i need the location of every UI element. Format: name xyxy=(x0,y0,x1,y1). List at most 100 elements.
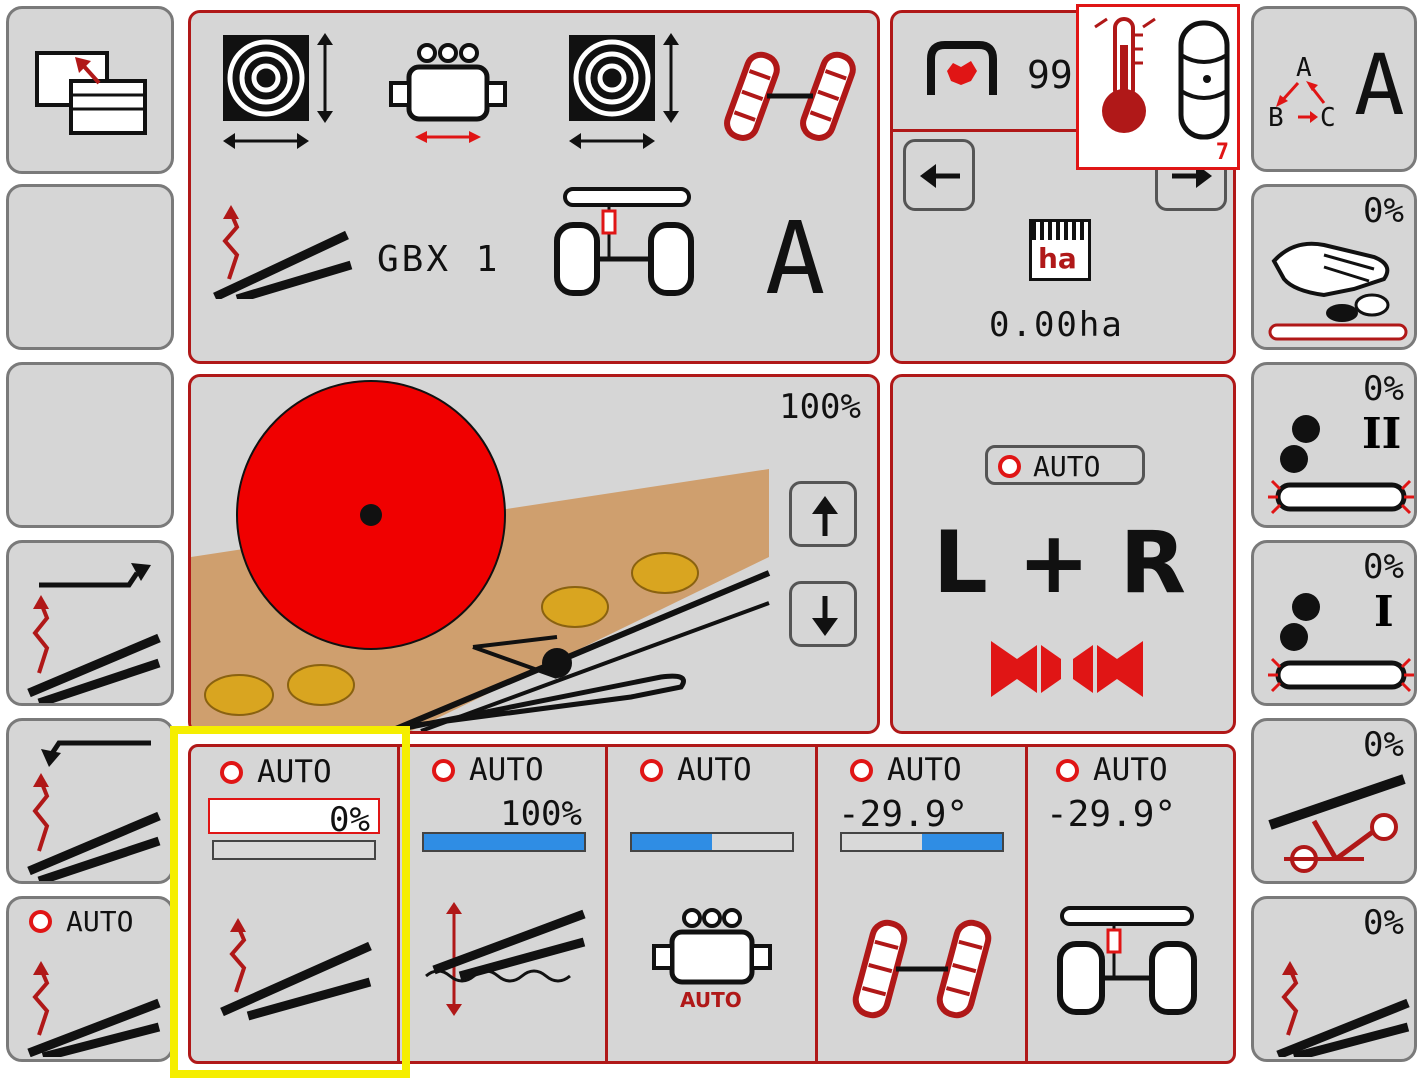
steering-auto-indicator: AUTO xyxy=(998,450,1100,483)
steering-mode-text: L + R xyxy=(933,513,1186,613)
softkey-belt-2[interactable]: 0% II xyxy=(1251,362,1417,528)
speed-up-button[interactable] xyxy=(789,481,857,547)
progress-bar xyxy=(422,832,586,852)
gearbox-label: GBX 1 xyxy=(377,239,501,280)
auto-indicator: AUTO xyxy=(220,754,332,790)
auto-label: AUTO xyxy=(66,905,134,938)
bottom-function-strip xyxy=(188,744,1236,1064)
cell-share-depth[interactable]: AUTO 100% xyxy=(410,744,604,1064)
status-led xyxy=(220,760,243,784)
cell-divider xyxy=(815,747,818,1061)
axle-wheels-icon xyxy=(852,919,992,1019)
softkey-digger-depth[interactable]: 0% xyxy=(1251,896,1417,1062)
intake-speed-pct: 100% xyxy=(779,387,861,427)
softkey-belt-1[interactable]: 0% I xyxy=(1251,540,1417,706)
softkey-haulm-roller[interactable]: 0% xyxy=(1251,718,1417,884)
steering-auto-button[interactable]: AUTO xyxy=(985,445,1145,485)
cell-axle-steering[interactable]: AUTO -29.9° xyxy=(826,744,1028,1064)
softkey-sorting-hand[interactable]: 0% xyxy=(1251,184,1417,350)
softkey-empty-2[interactable] xyxy=(6,362,174,528)
hectare-icon: ha xyxy=(1029,219,1091,281)
counter-icon xyxy=(927,41,997,95)
digger-icon xyxy=(213,205,353,299)
softkey-digger-forward[interactable] xyxy=(6,540,174,706)
page-left-button[interactable] xyxy=(903,139,975,211)
screen-switch-icon xyxy=(35,51,147,135)
gearbox-shift-icon xyxy=(389,43,507,143)
thermometer-oil-icon xyxy=(1094,17,1230,140)
cell-divider xyxy=(397,747,400,1061)
steering-both-sides-icon xyxy=(991,641,1143,697)
machine-view-panel: 100% xyxy=(188,374,880,734)
value-text: 0% xyxy=(329,800,370,840)
status-led xyxy=(640,758,663,782)
softkey-digger-auto[interactable]: AUTO xyxy=(6,896,174,1062)
auto-label: AUTO xyxy=(469,752,544,788)
auto-label: AUTO xyxy=(677,752,752,788)
alert-count-badge: 7 xyxy=(1215,140,1229,165)
value-text: 100% xyxy=(500,794,582,834)
arrow-right-icon xyxy=(1172,164,1212,188)
softkey-abc-mode[interactable]: A B C A xyxy=(1251,6,1417,172)
cell-axle-suspension[interactable]: AUTO -29.9° xyxy=(1032,744,1232,1064)
abc-label-b: B xyxy=(1268,103,1284,133)
status-led xyxy=(29,910,52,933)
digger-depth-right-icon xyxy=(1276,961,1410,1057)
harvester-diagram xyxy=(191,380,771,731)
status-led xyxy=(1056,758,1079,782)
axle-suspension-icon xyxy=(1057,906,1197,1015)
abc-cycle-icon xyxy=(1276,81,1326,123)
counter-value: 99 xyxy=(1027,53,1073,97)
softkey-change-mask[interactable] xyxy=(6,6,174,174)
auto-indicator: AUTO xyxy=(1056,752,1168,788)
belt-1-pct: 0% xyxy=(1363,547,1404,587)
auto-label: AUTO xyxy=(257,754,332,790)
digger-arrow-left-icon xyxy=(27,740,161,881)
sieve-adjust-icon xyxy=(223,33,333,149)
digger-arrow-right-icon xyxy=(27,563,161,703)
belt-2-pct: 0% xyxy=(1363,369,1404,409)
status-led xyxy=(850,758,873,782)
value-input-field[interactable]: 0% xyxy=(208,798,380,840)
auto-label: AUTO xyxy=(1093,752,1168,788)
cell-divider xyxy=(1025,747,1028,1061)
progress-fill xyxy=(922,834,1002,850)
auto-indicator: AUTO xyxy=(640,752,752,788)
abc-mode-letter: A xyxy=(1354,36,1405,134)
cell-gearbox-auto[interactable]: AUTO AUTO xyxy=(618,744,818,1064)
belt-2-roman: II xyxy=(1362,409,1402,458)
value-text: -29.9° xyxy=(1046,794,1177,835)
auto-indicator: AUTO xyxy=(850,752,962,788)
progress-bar xyxy=(212,840,376,860)
mode-letter: A xyxy=(765,200,826,317)
softkey-digger-back[interactable] xyxy=(6,718,174,884)
gearbox-auto-icon xyxy=(652,908,772,985)
belt-1-roman: I xyxy=(1374,587,1394,636)
cell-digger-depth[interactable]: AUTO 0% xyxy=(170,726,410,1078)
auto-label: AUTO xyxy=(887,752,962,788)
depth-pct: 0% xyxy=(1363,903,1404,943)
gearbox-auto-text: AUTO xyxy=(680,988,742,1012)
auto-label: AUTO xyxy=(1033,450,1101,483)
hectare-icon-text: ha xyxy=(1038,242,1077,275)
share-float-icon xyxy=(425,902,586,1016)
progress-fill xyxy=(424,834,584,850)
abc-label-c: C xyxy=(1320,103,1336,133)
belt-1-icon xyxy=(1268,593,1414,693)
digger-depth-icon xyxy=(27,961,161,1057)
hectare-pattern xyxy=(1032,222,1088,240)
softkey-empty-1[interactable] xyxy=(6,184,174,350)
speed-down-button[interactable] xyxy=(789,581,857,647)
haulm-pct: 0% xyxy=(1363,725,1404,765)
area-value: 0.00ha xyxy=(989,305,1124,345)
progress-fill xyxy=(632,834,712,850)
arrow-down-icon xyxy=(812,596,838,636)
status-panel: GBX 1 A xyxy=(188,10,880,364)
temperature-alarm-popup[interactable]: 7 xyxy=(1076,4,1240,170)
value-text: -29.9° xyxy=(838,794,969,835)
axle-suspension-icon xyxy=(554,187,694,296)
auto-indicator: AUTO xyxy=(29,905,133,938)
arrow-up-icon xyxy=(812,496,838,536)
steering-panel: AUTO L + R xyxy=(890,374,1236,734)
belt-2-icon xyxy=(1268,415,1414,515)
